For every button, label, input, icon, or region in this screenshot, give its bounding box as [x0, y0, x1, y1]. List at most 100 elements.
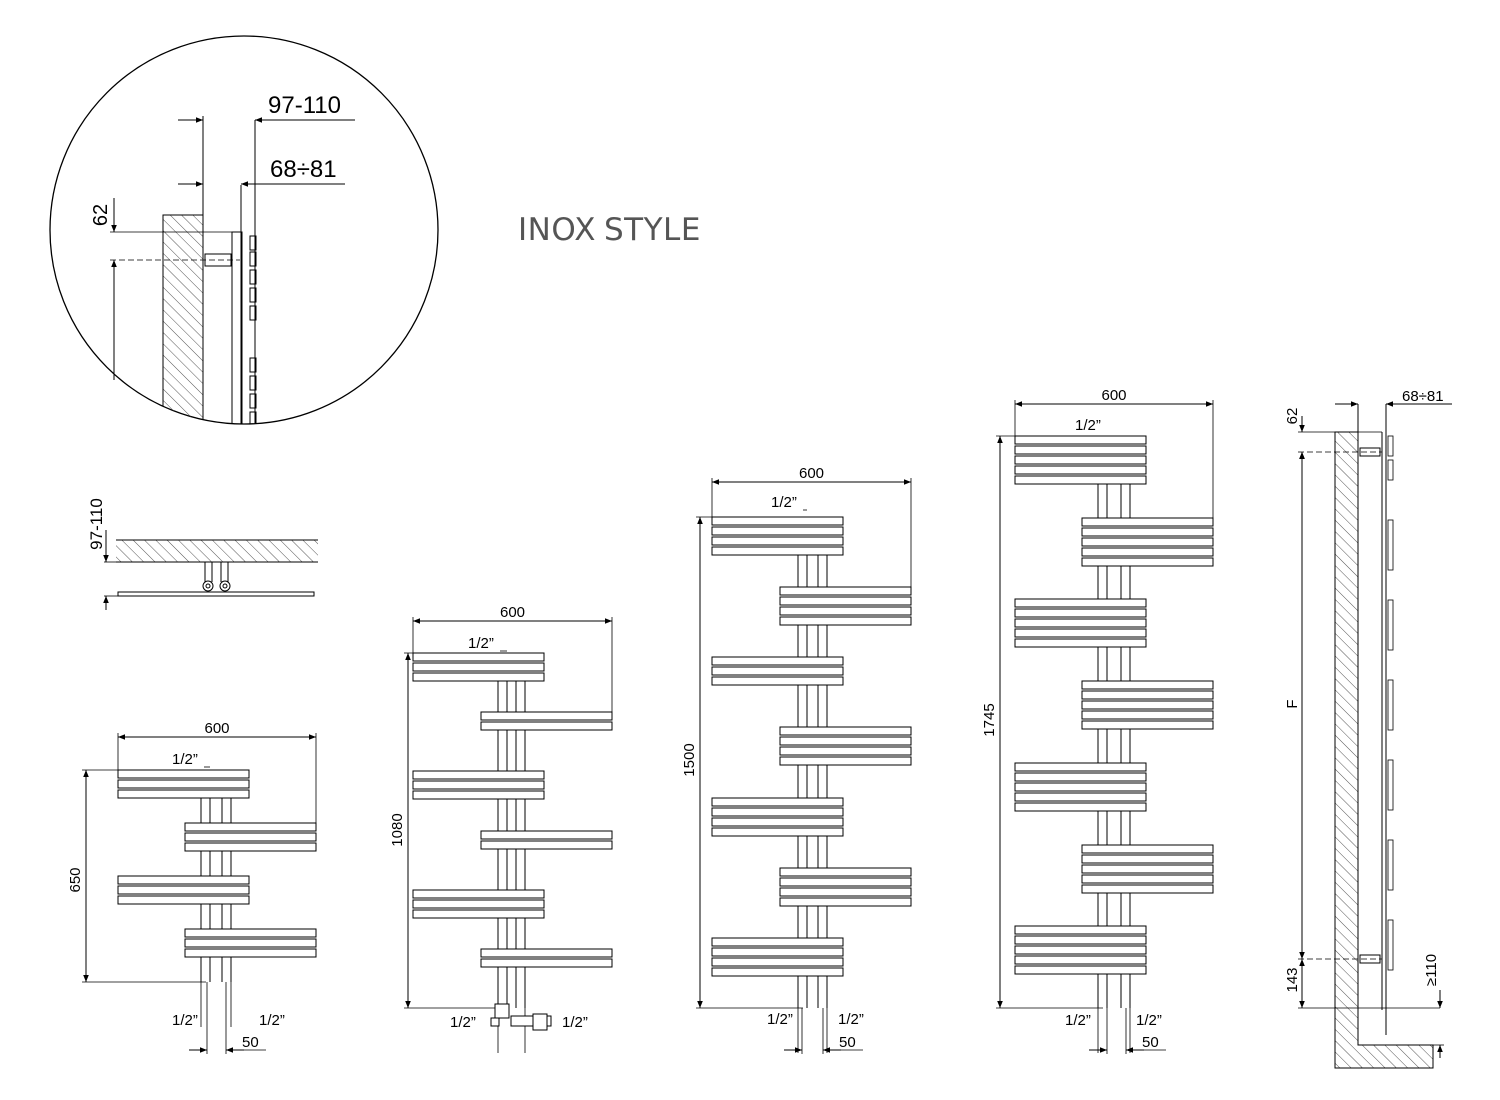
- towel-bar-panel: [117, 875, 250, 905]
- inlet-size-label: 1/2”: [771, 494, 797, 511]
- towel-bar: [1081, 844, 1214, 854]
- towel-bar: [1014, 772, 1147, 782]
- inlet-size-label: 1/2”: [1075, 417, 1101, 434]
- towel-bar: [711, 817, 844, 827]
- towel-bar-panel: [184, 822, 317, 852]
- valve-right-label: 1/2”: [259, 1012, 285, 1029]
- towel-bar-panel: [1081, 517, 1214, 567]
- height-dimension: 1500: [681, 516, 803, 1009]
- towel-bar: [1081, 557, 1214, 567]
- towel-bar: [711, 676, 844, 686]
- towel-bar: [117, 779, 250, 789]
- detail-spacing-label: 68÷81: [270, 156, 337, 183]
- towel-bar: [1014, 618, 1147, 628]
- pipe-spacing-label: 50: [839, 1034, 856, 1051]
- pipe-spacing-label: 50: [242, 1034, 259, 1051]
- towel-bar: [779, 596, 912, 606]
- towel-bar: [1081, 700, 1214, 710]
- towel-bar: [779, 756, 912, 766]
- towel-bar: [412, 889, 545, 899]
- valve-left-label: 1/2”: [767, 1011, 793, 1028]
- towel-bar: [1014, 802, 1147, 812]
- profile-spacing-label: 68÷81: [1402, 388, 1444, 405]
- towel-bar-panel: [117, 769, 250, 799]
- towel-bar-panel: [184, 928, 317, 958]
- towel-bar: [779, 736, 912, 746]
- inlet-size-label: 1/2”: [468, 635, 494, 652]
- towel-bar: [711, 957, 844, 967]
- profile-top-label: 62: [1284, 408, 1301, 425]
- towel-bar-panel: [412, 770, 545, 800]
- towel-bar: [480, 948, 613, 958]
- valve-connections: 1/2” 1/2”: [1065, 1008, 1162, 1053]
- towel-bar: [480, 958, 613, 968]
- towel-bar: [480, 721, 613, 731]
- side-view: 97-110: [87, 498, 318, 610]
- towel-bar: [779, 877, 912, 887]
- towel-bar: [1014, 628, 1147, 638]
- towel-bar-panel: [412, 652, 545, 682]
- valve-right-label: 1/2”: [1136, 1012, 1162, 1029]
- pipe-spacing-label: 50: [1142, 1034, 1159, 1051]
- product-title-strong: INOX: [518, 212, 596, 248]
- towel-bar: [1014, 955, 1147, 965]
- pipe-spacing-dimension: 50: [784, 1008, 863, 1054]
- towel-bar: [779, 616, 912, 626]
- towel-bar: [117, 895, 250, 905]
- towel-bar: [1081, 690, 1214, 700]
- side-view-wall: [116, 540, 318, 562]
- towel-bar: [1081, 710, 1214, 720]
- towel-bar: [412, 770, 545, 780]
- height-label: 1500: [681, 743, 698, 776]
- towel-bar: [779, 897, 912, 907]
- towel-bar-panel: [480, 830, 613, 850]
- pipe-spacing-dimension: 50: [189, 982, 266, 1054]
- towel-bar: [184, 948, 317, 958]
- product-title-light: STYLE: [604, 212, 701, 248]
- towel-bar-panel: [779, 586, 912, 626]
- inlet-label: 1/2”: [468, 635, 507, 652]
- valve-left-label: 1/2”: [1065, 1012, 1091, 1029]
- towel-bar-panel: [1014, 435, 1147, 485]
- towel-bar: [1081, 884, 1214, 894]
- towel-bar-panel: [711, 797, 844, 837]
- towel-bar: [711, 937, 844, 947]
- towel-bar: [711, 666, 844, 676]
- towel-bar: [412, 909, 545, 919]
- height-dimension: 650: [67, 769, 206, 983]
- towel-bar: [480, 840, 613, 850]
- towel-bar-panel: [779, 726, 912, 766]
- profile-floor-label: ≥110: [1423, 954, 1440, 986]
- inlet-label: 1/2”: [1075, 417, 1101, 434]
- towel-bar: [1014, 598, 1147, 608]
- towel-bar: [1081, 864, 1214, 874]
- towel-bar: [1014, 925, 1147, 935]
- towel-bar: [1081, 854, 1214, 864]
- towel-bar: [1014, 455, 1147, 465]
- detail-circle: [49, 35, 439, 425]
- towel-bar: [1014, 445, 1147, 455]
- towel-bar: [117, 875, 250, 885]
- towel-bar: [711, 797, 844, 807]
- profile-view: 68÷81 62 F 143 ≥110: [1284, 388, 1452, 1069]
- towel-bar: [779, 887, 912, 897]
- towel-bar-panel: [480, 711, 613, 731]
- towel-bar: [480, 830, 613, 840]
- towel-bar-panel: [779, 867, 912, 907]
- profile-f-label: F: [1284, 699, 1301, 708]
- towel-bar: [779, 746, 912, 756]
- towel-bar: [1081, 537, 1214, 547]
- towel-bar: [412, 899, 545, 909]
- wall-section: [162, 214, 204, 424]
- towel-bar: [1014, 475, 1147, 485]
- height-label: 1745: [981, 703, 998, 736]
- towel-bar-panel: [711, 516, 844, 556]
- towel-bar: [184, 928, 317, 938]
- valve-left-label: 1/2”: [450, 1014, 476, 1031]
- towel-bar: [412, 672, 545, 682]
- towel-bar-panel: [412, 889, 545, 919]
